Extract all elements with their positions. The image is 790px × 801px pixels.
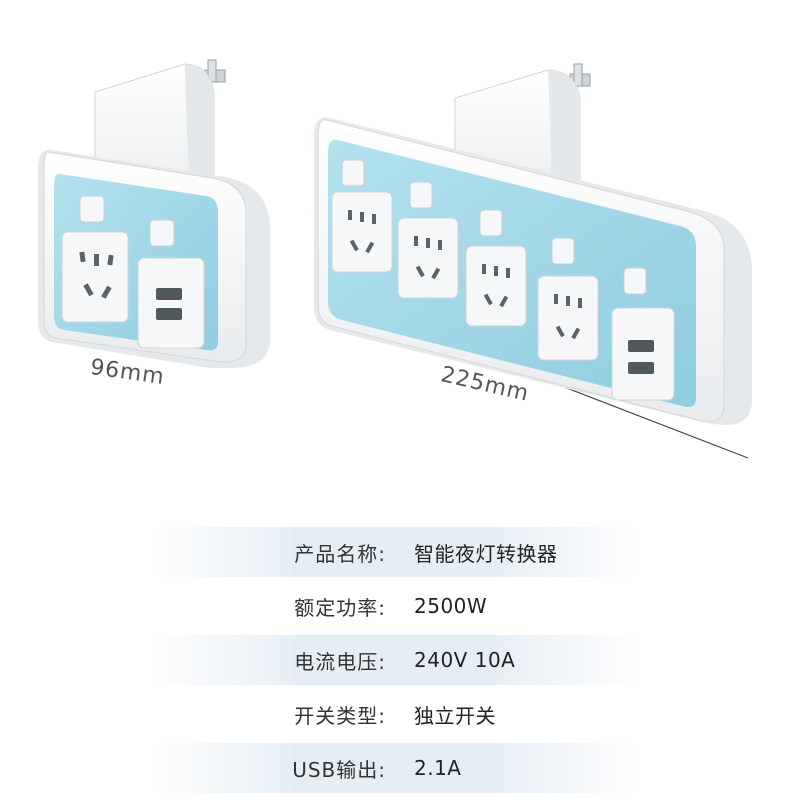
spec-key: 电流电压: (294, 649, 386, 674)
power-outlet (537, 275, 599, 361)
power-outlet (331, 191, 393, 273)
spec-row-rated-power: 额定功率: 2500W (0, 579, 790, 633)
spec-table: 产品名称: 智能夜灯转换器 额定功率: 2500W 电流电压: 240V 10A… (0, 525, 790, 795)
small-adapter (38, 59, 270, 368)
spec-key: 产品名称: (294, 541, 386, 566)
spec-row-product-name: 产品名称: 智能夜灯转换器 (0, 525, 790, 579)
usb-module (137, 257, 205, 349)
switch-button[interactable] (79, 195, 105, 223)
spec-value: 2.1A (414, 756, 462, 780)
usb-port[interactable] (156, 308, 182, 320)
spec-key: 开关类型: (294, 703, 386, 728)
large-adapter (314, 63, 752, 425)
switch-button[interactable] (623, 267, 647, 295)
spec-value: 2500W (414, 594, 488, 618)
switch-button[interactable] (551, 237, 575, 265)
spec-value: 独立开关 (414, 703, 496, 728)
power-outlet (465, 245, 527, 327)
switch-button[interactable] (479, 209, 503, 237)
switch-button[interactable] (409, 181, 433, 209)
spec-row-voltage-current: 电流电压: 240V 10A (0, 633, 790, 687)
usb-port[interactable] (628, 362, 654, 374)
spec-row-usb-output: USB输出: 2.1A (0, 741, 790, 795)
usb-module (611, 307, 675, 401)
usb-port[interactable] (156, 288, 182, 300)
power-outlet (61, 231, 129, 323)
spec-row-switch-type: 开关类型: 独立开关 (0, 687, 790, 741)
spec-key: USB输出: (292, 757, 386, 782)
switch-button[interactable] (341, 159, 365, 187)
spec-value: 智能夜灯转换器 (414, 541, 558, 566)
spec-value: 240V 10A (414, 648, 516, 672)
usb-port[interactable] (628, 340, 654, 352)
switch-button[interactable] (149, 219, 175, 247)
power-outlet (397, 217, 459, 299)
spec-key: 额定功率: (294, 595, 386, 620)
